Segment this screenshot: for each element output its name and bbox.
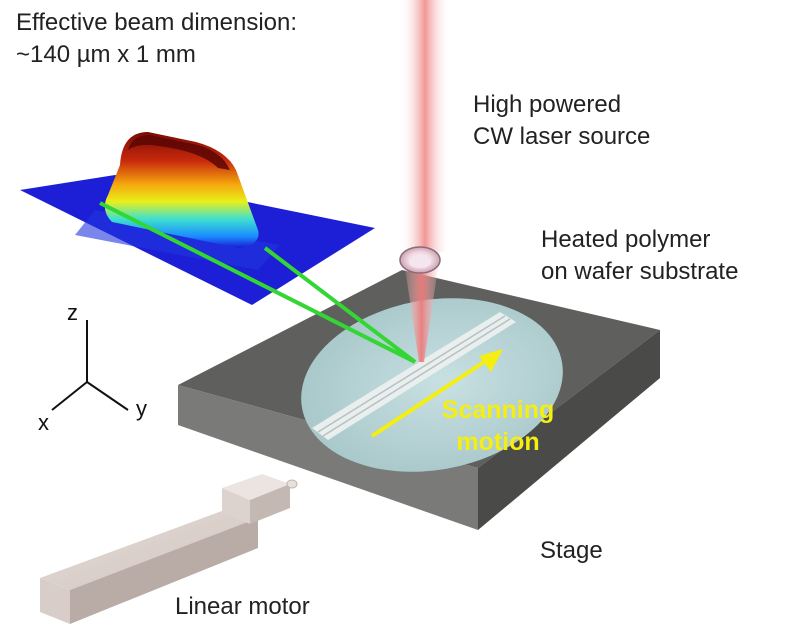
laser-source-label-line1: High powered bbox=[473, 91, 622, 118]
scanning-arrow-shaft bbox=[370, 358, 489, 438]
scanning-arrow-head bbox=[479, 349, 503, 372]
motor-rail-top bbox=[40, 508, 258, 590]
motor-shaft bbox=[286, 479, 298, 489]
wafer-substrate bbox=[301, 298, 563, 472]
scanning-motion-label-line1: Scanning bbox=[441, 396, 555, 424]
polymer-label-line2: on wafer substrate bbox=[541, 258, 739, 285]
stage-left-face bbox=[178, 385, 478, 530]
motor-block-side bbox=[222, 488, 250, 524]
x-axis bbox=[51, 381, 88, 411]
focusing-lens-inner bbox=[409, 256, 431, 268]
pointer-line-2 bbox=[263, 246, 417, 364]
beam-profile-plot bbox=[20, 132, 375, 305]
stage-label: Stage bbox=[540, 537, 603, 564]
stage-right-face bbox=[478, 330, 660, 530]
scanned-stripes bbox=[312, 312, 516, 440]
linear-motor-label: Linear motor bbox=[175, 593, 310, 620]
pointer-line-1 bbox=[99, 201, 416, 364]
scanning-motion-label-line2: motion bbox=[456, 428, 540, 456]
linear-motor bbox=[40, 474, 298, 624]
polymer-label-line1: Heated polymer bbox=[541, 226, 711, 253]
motor-rail-end bbox=[40, 578, 70, 624]
focused-beam-cone bbox=[405, 268, 438, 362]
beam-profile-peak-top bbox=[128, 135, 230, 170]
beam-dimension-value: ~140 µm x 1 mm bbox=[16, 41, 196, 68]
y-axis bbox=[86, 381, 129, 411]
z-axis-label: z bbox=[67, 300, 78, 325]
coordinate-axes bbox=[51, 320, 129, 411]
x-axis-label: x bbox=[38, 410, 49, 435]
motor-block-top bbox=[222, 474, 290, 500]
laser-beam bbox=[400, 0, 450, 252]
motor-block-front bbox=[250, 484, 290, 524]
motor-rail-front bbox=[70, 518, 258, 624]
beam-dimension-title: Effective beam dimension: bbox=[16, 9, 298, 36]
laser-source-label-line2: CW laser source bbox=[473, 123, 651, 150]
y-axis-label: y bbox=[136, 396, 147, 421]
